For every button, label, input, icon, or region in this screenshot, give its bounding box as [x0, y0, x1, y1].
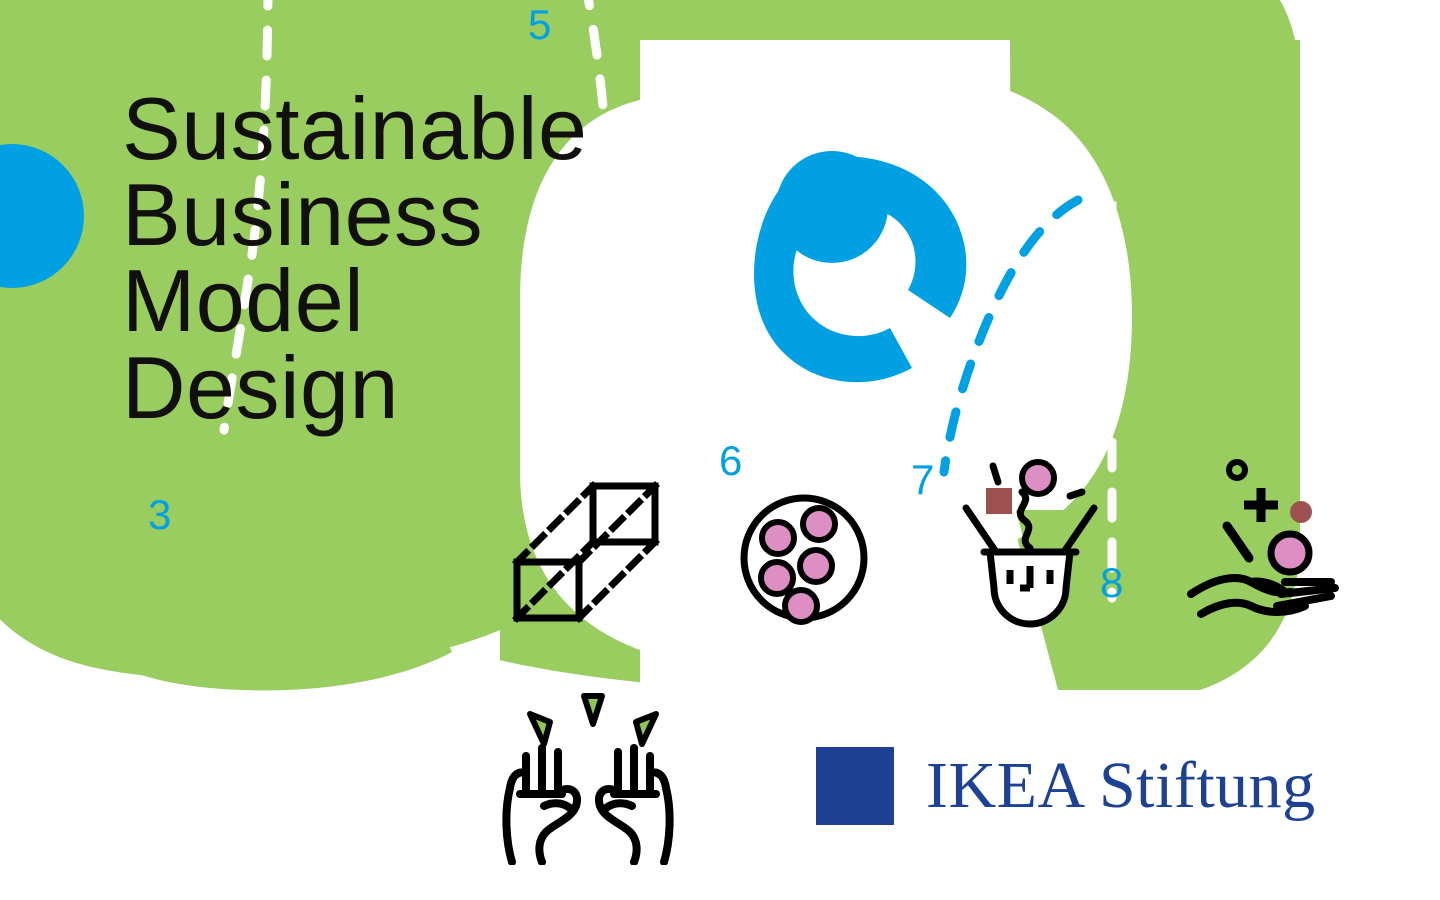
dashed-path-cyan [939, 195, 1083, 477]
cyan-circle-decor [0, 144, 84, 288]
dark-red-dot-icon [1290, 501, 1312, 523]
cyan-blob-decor [754, 151, 967, 383]
cube-isometric-icon [505, 474, 675, 634]
ikea-stiftung-logo: IKEA Stiftung [816, 745, 1316, 827]
poster-title: Sustainable Business Model Design [122, 79, 588, 437]
step-number-8: 8 [1100, 559, 1124, 606]
title-line-2: Business [122, 165, 484, 265]
right-hand-shape [595, 744, 674, 866]
pot-steam-icon [960, 452, 1100, 632]
step-number-6: 6 [719, 437, 743, 484]
dashed-path-white-center [583, 0, 667, 433]
pink-circle-icon [1019, 459, 1057, 497]
title-line-3: Model [122, 251, 365, 351]
green-descender [1016, 510, 1300, 690]
title-line-4: Design [122, 337, 399, 437]
step-number-7: 7 [911, 456, 935, 503]
raised-hands-icon [498, 690, 678, 866]
title-line-1: Sustainable [122, 79, 588, 178]
circle-dots-icon [735, 490, 885, 630]
dashed-path-white-left [219, 0, 273, 435]
step-number-5: 5 [528, 1, 552, 48]
left-hand-shape [502, 744, 581, 866]
step-number-3: 3 [148, 491, 172, 538]
pink-circle-icon [1267, 530, 1313, 576]
diagonal-mark-icon [1222, 521, 1254, 563]
dark-red-square-icon [986, 488, 1012, 514]
logo-wordmark: IKEA Stiftung [926, 749, 1316, 822]
open-hand-icon [1185, 452, 1345, 632]
small-ring-icon [1226, 459, 1248, 481]
green-triangles-icon [527, 693, 659, 747]
green-stem-terminal [0, 476, 452, 691]
plus-icon [1244, 488, 1278, 522]
logo-square-icon [816, 747, 894, 825]
